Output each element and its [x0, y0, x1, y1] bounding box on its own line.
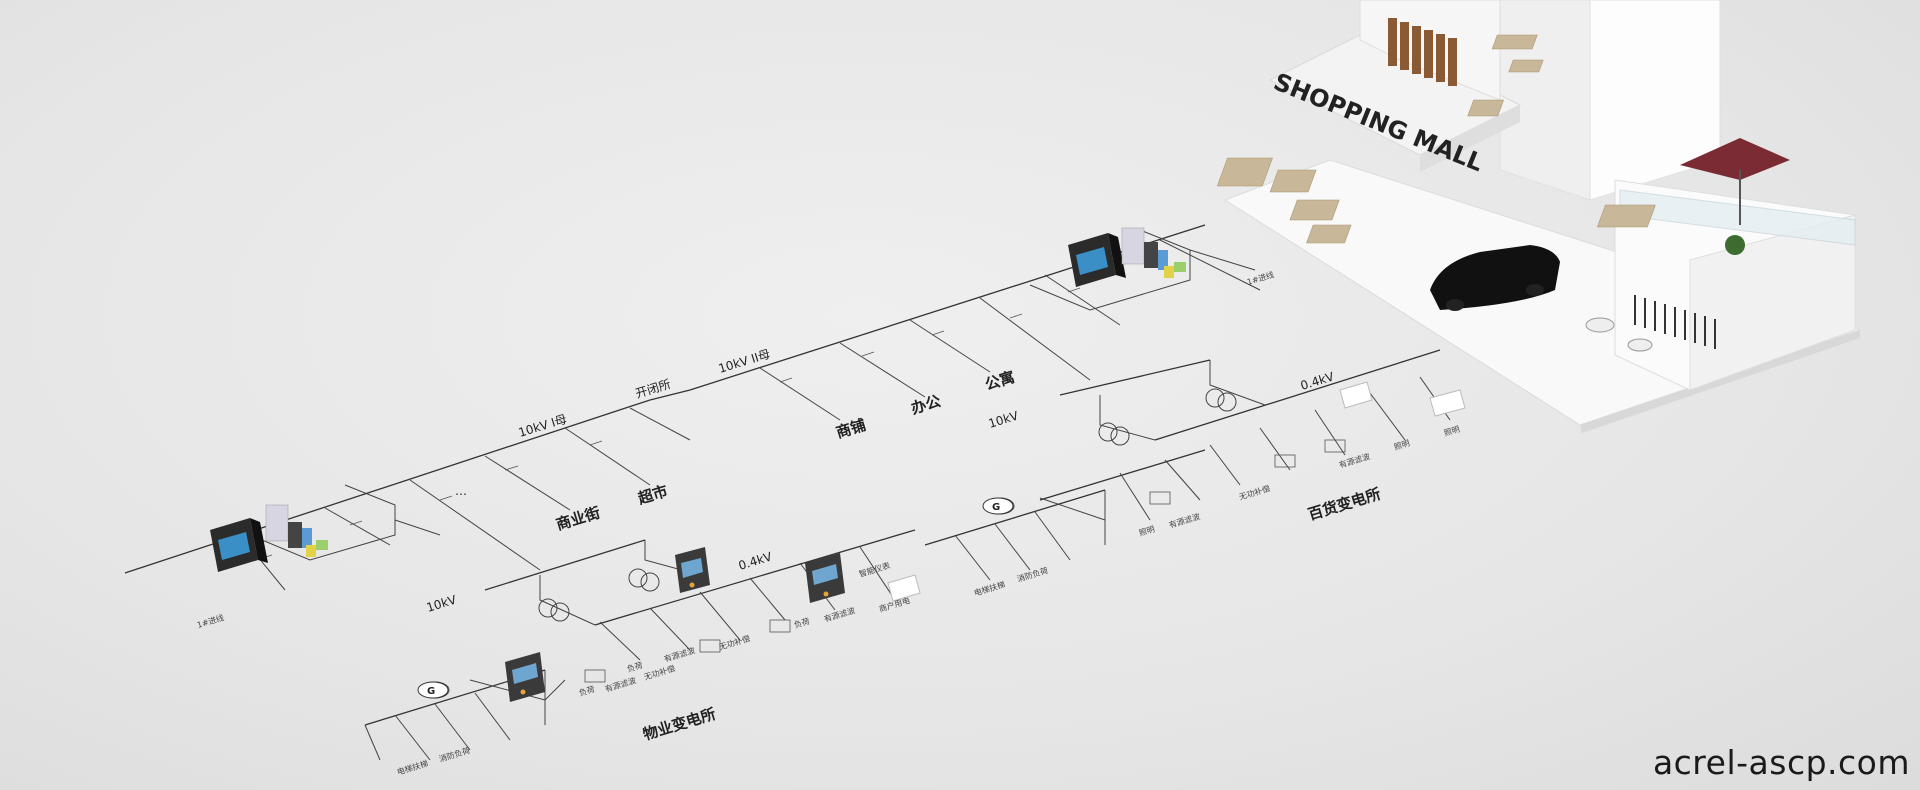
meter-large-right	[1068, 233, 1126, 287]
white-device-3	[1429, 389, 1466, 417]
v10kv-label-b: 10kV	[987, 408, 1021, 431]
v04kv-label-a: 0.4kV	[737, 549, 775, 573]
load-bottom-2: 无功补偿	[643, 663, 677, 682]
ellipsis-label: …	[455, 484, 467, 498]
generator-label-a: G	[427, 686, 435, 697]
generator-symbol-right: G	[982, 497, 1014, 515]
furniture	[1216, 34, 1656, 244]
shangyejie-label: 商业街	[554, 503, 602, 533]
scooters	[1585, 317, 1653, 352]
bus-lines	[124, 224, 1261, 591]
meter-large-left	[210, 518, 268, 572]
railing	[1634, 295, 1716, 349]
shopping-mall-building: SHOPPING MALL	[1216, 0, 1862, 433]
load-mid-4: 照明	[1393, 439, 1411, 452]
load-mid-3: 有源滤波	[1338, 451, 1372, 470]
umbrella	[1680, 138, 1790, 225]
load-left-3: 负荷	[793, 616, 811, 630]
sub-a-label-0: 电梯扶梯	[396, 758, 430, 777]
kaibisuo-label: 开闭所	[634, 377, 673, 401]
meter-small-1	[675, 547, 710, 593]
load-left-4: 有源滤波	[823, 605, 857, 624]
gongyu-label: 公寓	[983, 368, 1017, 394]
wuye-substation-label: 物业变电所	[641, 705, 718, 744]
in-line-label-a: 1#进线	[196, 612, 226, 630]
car	[1430, 245, 1560, 311]
bangong-label: 办公	[909, 392, 943, 418]
meter-small-2	[805, 553, 845, 603]
sub-b-label-0: 电梯扶梯	[973, 579, 1007, 598]
sub-b-label-1: 消防负荷	[1016, 565, 1050, 584]
wood-panels	[1388, 18, 1457, 86]
device-cluster-right	[1121, 227, 1186, 278]
white-device-1	[887, 574, 921, 602]
load-left-1: 有源滤波	[663, 645, 697, 664]
load-mid-2: 无功补偿	[1238, 483, 1272, 502]
in-line-label-b: 1#进线	[1246, 269, 1276, 287]
load-mid-0: 照明	[1138, 525, 1156, 538]
generator-symbol-bottom: G	[417, 681, 449, 699]
load-bottom-0: 负荷	[578, 684, 596, 698]
white-device-2	[1339, 381, 1373, 409]
load-bottom-1: 有源滤波	[604, 675, 638, 694]
device-cluster-left	[265, 504, 328, 557]
chaoshi-label: 超市	[635, 482, 670, 508]
site-watermark: acrel-ascp.com	[1652, 743, 1910, 782]
generator-label-b: G	[992, 502, 1000, 513]
plant	[1725, 235, 1745, 255]
load-mid-1: 有源滤波	[1168, 511, 1202, 530]
sub-a-label-1: 消防负荷	[438, 745, 472, 764]
load-left-0: 负荷	[626, 660, 644, 674]
bus-10kv-2-label: 10kV II母	[717, 347, 772, 376]
load-mid-5: 照明	[1443, 425, 1461, 438]
load-left-2: 无功补偿	[718, 633, 752, 652]
meter-label: 智能仪表	[858, 560, 892, 579]
v10kv-label-a: 10kV	[425, 592, 459, 615]
meter-small-3	[505, 652, 545, 702]
baihuo-substation-label: 百货变电所	[1306, 485, 1383, 524]
left-04kv-section	[484, 529, 916, 683]
